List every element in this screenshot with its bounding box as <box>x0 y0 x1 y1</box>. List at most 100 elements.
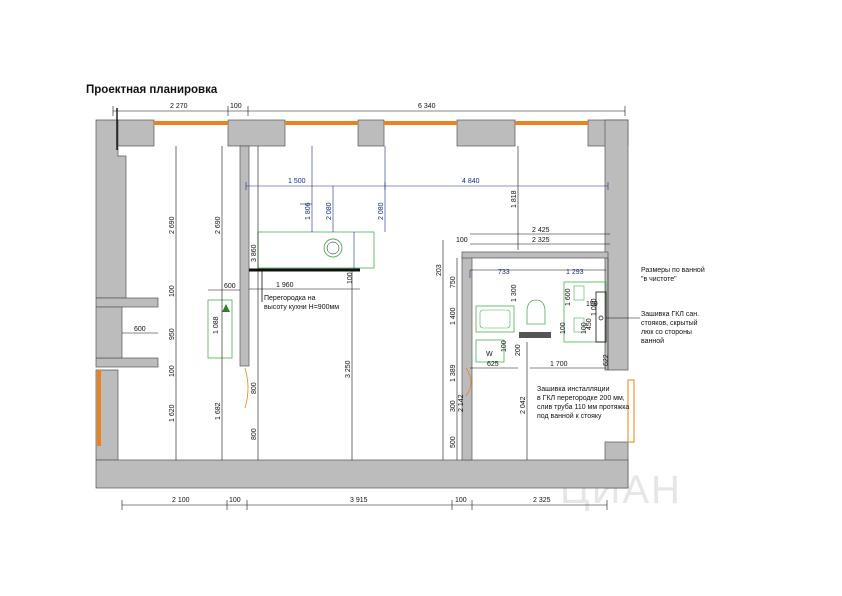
note-install-4: под ванной к стояку <box>537 412 602 420</box>
dim-bottom-5: 2 325 <box>533 497 551 504</box>
dim-corridor-door: 1 088 <box>213 316 220 334</box>
partition-note-2: высоту кухни H=900мм <box>264 304 339 311</box>
note-gkl-4: ванной <box>641 337 664 345</box>
wall-bath-left <box>461 255 473 461</box>
door-arc-bath <box>465 367 472 397</box>
dim-blue-2: 4 840 <box>462 178 480 185</box>
dim-bath-7: 2 142 <box>458 394 465 412</box>
dim-left-h1: 2 690 <box>169 216 176 234</box>
wall-corridor <box>239 145 250 367</box>
dim-bath-22: 1 293 <box>566 269 584 276</box>
dim-corridor-w: 600 <box>224 283 236 290</box>
dim-bottom-3: 3 915 <box>350 497 368 504</box>
wall-bottom <box>95 459 629 489</box>
walls <box>95 119 629 489</box>
sink-icon <box>323 238 343 258</box>
note-gkl-1: Зашивка ГКЛ сан. <box>641 311 699 318</box>
dim-bath-17: 100 <box>560 322 567 334</box>
dim-kitchen-4: 800 <box>251 382 258 394</box>
dim-kitchen-3: 3 250 <box>345 360 352 378</box>
bath-drain-icon <box>573 317 585 333</box>
dim-left-h2: 100 <box>169 285 176 297</box>
dim-top-3: 6 340 <box>418 103 436 110</box>
door-arc-corridor <box>244 367 249 409</box>
dim-left-h5: 1 620 <box>169 404 176 422</box>
partition-note-1: Перегородка на <box>264 295 316 302</box>
wall-left-mid <box>95 306 123 359</box>
dim-left-h3: 950 <box>169 328 176 340</box>
dim-bath-2: 750 <box>450 276 457 288</box>
washbasin-icon <box>479 309 511 329</box>
dim-left-h4: 100 <box>169 365 176 377</box>
dim-bath-15: 200 <box>515 344 522 356</box>
wall-top-1 <box>117 119 155 147</box>
dim-corridor-h1: 2 690 <box>215 216 222 234</box>
blue-dimension-lines <box>245 146 609 278</box>
corridor-door <box>207 299 233 359</box>
sink-inner-icon <box>326 241 340 255</box>
plan-title: Проектная планировка <box>86 84 218 96</box>
dimension-lines <box>112 106 640 510</box>
installation-frame <box>519 332 551 338</box>
note-install-1: Зашивка инсталляции <box>537 386 610 393</box>
arrow-up-icon <box>222 304 230 312</box>
dim-bath-10: 1 600 <box>565 288 572 306</box>
note-install-3: слив труба 110 мм протяжка <box>537 403 629 411</box>
dim-blue-1: 1 500 <box>288 178 306 185</box>
wall-right-upper <box>604 119 629 371</box>
dim-blue-3: 1 806 <box>305 202 312 220</box>
dim-bath-6: 500 <box>450 436 457 448</box>
wall-top-3 <box>357 119 385 147</box>
kitchen-counter <box>257 231 375 269</box>
dim-main-4: 100 <box>456 237 468 244</box>
dim-main-3: 2 325 <box>532 237 550 244</box>
dim-main-2: 2 425 <box>532 227 550 234</box>
bath-cabinet <box>475 305 515 333</box>
wall-niche-bottom <box>95 357 159 368</box>
dim-blue-6: 100 <box>347 272 354 284</box>
note-gkl-2: стояков, скрытый <box>641 319 698 327</box>
windows <box>97 121 588 446</box>
dim-bath-1: 203 <box>436 264 443 276</box>
wc-label: W <box>486 351 493 358</box>
wall-niche-top <box>95 297 159 308</box>
dim-bath-8: 2 042 <box>520 396 527 414</box>
dim-bath-19: 150 <box>586 301 598 308</box>
dim-bath-16: 100 <box>501 340 508 352</box>
dim-niche: 600 <box>134 326 146 333</box>
dim-top-1: 2 270 <box>170 103 188 110</box>
dim-kitchen-2: 1 960 <box>276 282 294 289</box>
dim-bath-4: 1 389 <box>450 364 457 382</box>
dim-bottom-4: 100 <box>455 497 467 504</box>
note-gkl-3: люк со стороны <box>641 329 692 336</box>
wall-left-upper <box>95 119 127 299</box>
dim-bath-5: 300 <box>450 400 457 412</box>
riser-box <box>595 291 607 343</box>
washer <box>475 339 505 363</box>
wall-bath-top <box>461 251 609 259</box>
dim-bath-21: 733 <box>498 269 510 276</box>
dim-corridor-h2: 1 682 <box>215 402 222 420</box>
window-right-frame <box>627 379 635 443</box>
dim-bath-14: 625 <box>487 361 499 368</box>
dim-kitchen-1: 3 860 <box>251 244 258 262</box>
dim-kitchen-5: 800 <box>251 428 258 440</box>
dim-bottom-2: 100 <box>229 497 241 504</box>
dim-bath-13: 1 700 <box>550 361 568 368</box>
dim-blue-4: 2 080 <box>326 202 333 220</box>
bath-tap-icon <box>573 285 585 301</box>
dim-bath-11: 1 000 <box>591 298 598 316</box>
dim-top-2: 100 <box>230 103 242 110</box>
dim-bottom-1: 2 100 <box>172 497 190 504</box>
dim-bath-3: 1 400 <box>450 307 457 325</box>
dim-bath-9: 1 300 <box>511 284 518 302</box>
doors <box>244 367 249 409</box>
wall-top-4 <box>456 119 516 147</box>
toilet-icon <box>526 299 546 325</box>
dim-main-1: 1 818 <box>511 190 518 208</box>
note-sizes-1: Размеры по ванной <box>641 266 705 274</box>
note-sizes-2: "в чистоте" <box>641 276 677 283</box>
dim-bath-18: 100 <box>581 322 588 334</box>
dim-bath-12: 622 <box>603 354 610 366</box>
